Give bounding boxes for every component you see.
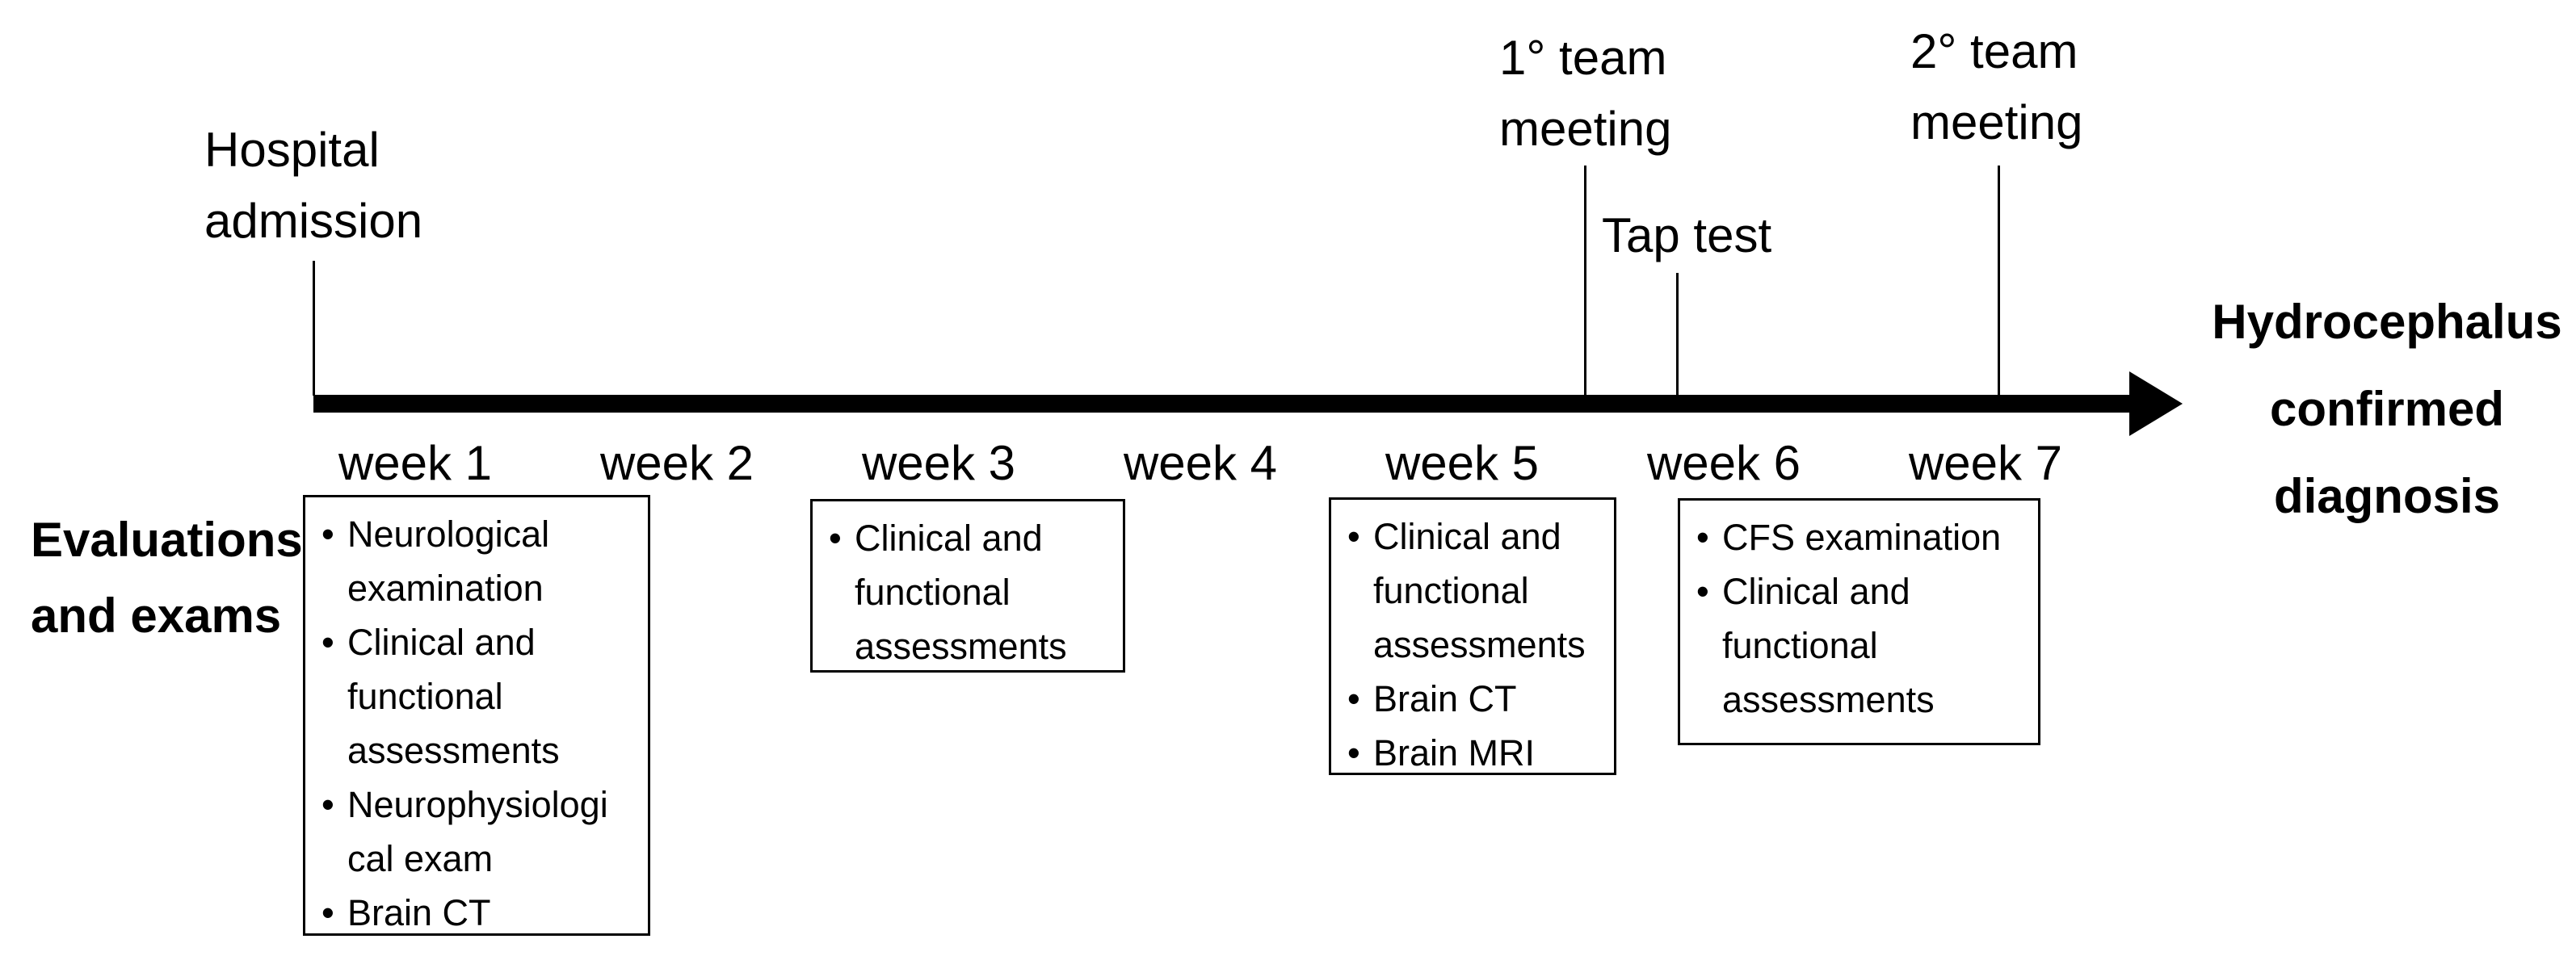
exam-box-week-3: Clinical and functional assessments <box>810 499 1125 673</box>
hospital-admission-label: Hospital admission <box>204 123 423 248</box>
exam-list-week-3: Clinical and functional assessments <box>813 501 1123 673</box>
week-label-1: week 1 <box>338 436 493 490</box>
exam-item: Brain MRI <box>1347 726 1607 780</box>
exam-item: Clinical and functional assessments <box>1696 564 2032 727</box>
week-label-5: week 5 <box>1385 436 1540 490</box>
team-meeting-1-tick-line <box>1584 166 1586 396</box>
exam-box-week-1: Neurological examination Clinical and fu… <box>303 495 650 940</box>
week-label-7: week 7 <box>1908 436 2063 490</box>
team-meeting-1-label: 1° team meeting <box>1499 31 1672 156</box>
exam-item: Brain CT <box>321 886 641 940</box>
outcome-label: Hydrocephalus confirmed diagnosis <box>2212 295 2562 523</box>
exam-item: Neurophysiologi cal exam <box>321 778 641 886</box>
evaluations-row-label: Evaluations and exams <box>31 513 303 643</box>
exam-box-week-6: CFS examination Clinical and functional … <box>1678 498 2040 745</box>
week-label-4: week 4 <box>1123 436 1278 490</box>
exam-item: Clinical and functional assessments <box>321 615 641 778</box>
exam-list-week-5: Clinical and functional assessments Brai… <box>1331 500 1614 780</box>
tap-test-tick-line <box>1676 273 1679 396</box>
exam-box-week-5: Clinical and functional assessments Brai… <box>1329 497 1616 780</box>
timeline-arrow-shaft <box>313 395 2131 413</box>
exam-list-week-1: Neurological examination Clinical and fu… <box>305 497 648 940</box>
week-label-2: week 2 <box>599 436 754 490</box>
admission-tick-line <box>313 261 315 396</box>
exam-item: Neurological examination <box>321 507 641 615</box>
team-meeting-2-label: 2° team meeting <box>1910 24 2083 149</box>
exam-item: Clinical and functional assessments <box>829 511 1116 673</box>
exam-item: Brain CT <box>1347 672 1607 726</box>
week-label-6: week 6 <box>1646 436 1801 490</box>
exam-item: Clinical and functional assessments <box>1347 509 1607 672</box>
exam-list-week-6: CFS examination Clinical and functional … <box>1680 501 2038 727</box>
team-meeting-2-tick-line <box>1998 166 2000 396</box>
tap-test-label: Tap test <box>1602 208 1772 262</box>
timeline-arrow-head <box>2129 371 2183 436</box>
week-label-3: week 3 <box>861 436 1016 490</box>
exam-item: CFS examination <box>1696 510 2032 564</box>
